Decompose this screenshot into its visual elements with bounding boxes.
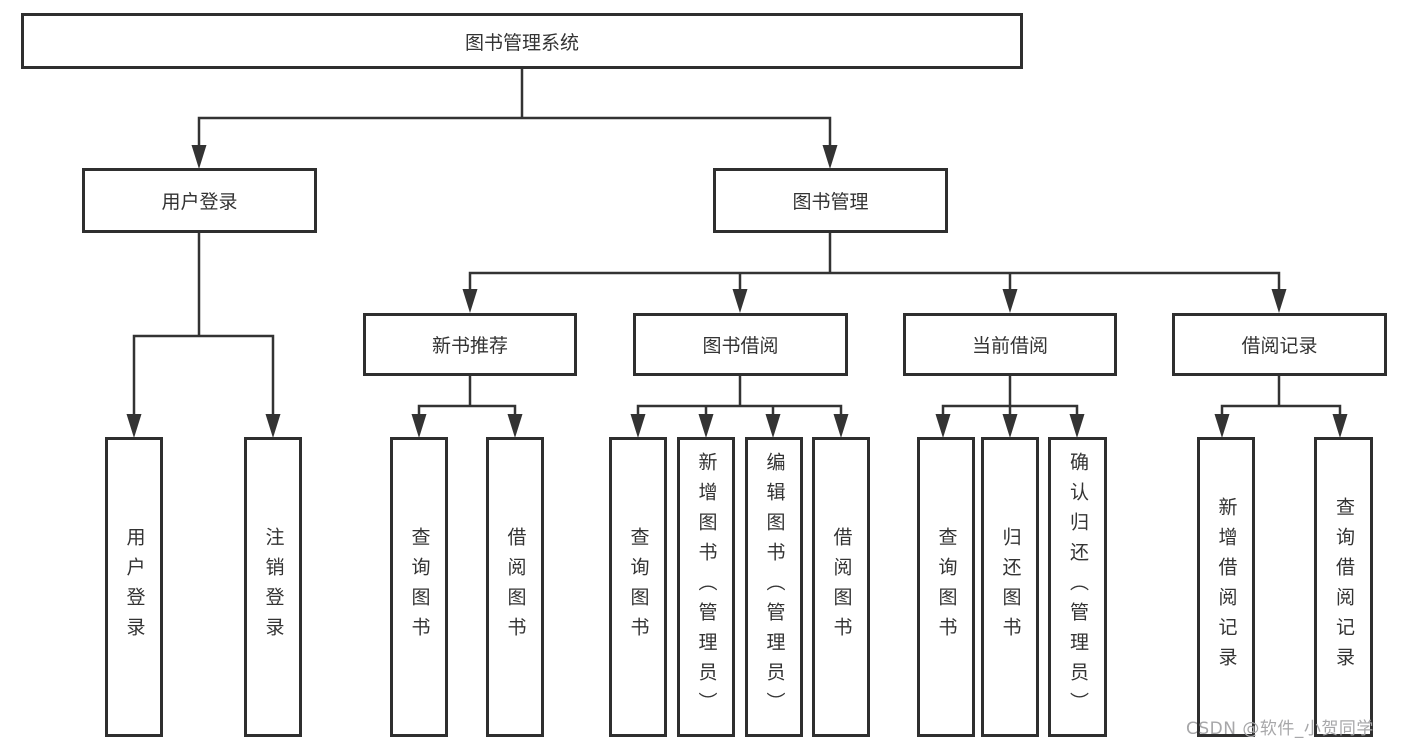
leaf-query-borrow-record-label: 查询借阅记录: [1333, 497, 1355, 677]
node-book-management: 图书管理: [713, 168, 948, 233]
leaf-return-books: 归还图书: [981, 437, 1039, 737]
leaf-logout-label: 注销登录: [262, 527, 285, 647]
leaf-query-books-current-label: 查询图书: [935, 527, 958, 647]
node-user-login: 用户登录: [82, 168, 317, 233]
leaf-borrow-books-recommend-label: 借阅图书: [504, 527, 527, 647]
node-borrow-records-label: 借阅记录: [1241, 335, 1318, 357]
node-book-borrow: 图书借阅: [633, 313, 848, 376]
leaf-add-borrow-record-label: 新增借阅记录: [1215, 497, 1238, 677]
leaf-query-books-recommend-label: 查询图书: [408, 527, 431, 647]
leaf-add-books-admin-label: 新增图书（管理员）: [695, 452, 718, 722]
leaf-user-login: 用户登录: [105, 437, 163, 737]
leaf-return-books-label: 归还图书: [999, 527, 1022, 647]
leaf-borrow-books-recommend: 借阅图书: [486, 437, 544, 737]
leaf-query-books-borrow-label: 查询图书: [627, 527, 650, 647]
leaf-borrow-books-borrow: 借阅图书: [812, 437, 870, 737]
node-new-book-recommend-label: 新书推荐: [431, 335, 508, 357]
leaf-confirm-return-admin: 确认归还（管理员）: [1048, 437, 1107, 737]
leaf-query-borrow-record: 查询借阅记录: [1314, 437, 1373, 737]
node-user-login-label: 用户登录: [161, 191, 238, 213]
leaf-confirm-return-admin-label: 确认归还（管理员）: [1067, 452, 1089, 722]
node-book-management-label: 图书管理: [792, 191, 869, 213]
node-borrow-records: 借阅记录: [1172, 313, 1387, 376]
watermark-text: CSDN @软件_小贺同学: [1186, 719, 1374, 739]
leaf-borrow-books-borrow-label: 借阅图书: [830, 527, 853, 647]
leaf-user-login-label: 用户登录: [123, 527, 146, 647]
leaf-add-books-admin: 新增图书（管理员）: [677, 437, 735, 737]
node-book-borrow-label: 图书借阅: [702, 335, 779, 357]
node-current-borrow: 当前借阅: [903, 313, 1117, 376]
node-root-label: 图书管理系统: [464, 31, 579, 54]
leaf-edit-books-admin-label: 编辑图书（管理员）: [763, 452, 786, 722]
leaf-logout: 注销登录: [244, 437, 302, 737]
leaf-query-books-current: 查询图书: [917, 437, 975, 737]
node-current-borrow-label: 当前借阅: [971, 335, 1048, 357]
node-root: 图书管理系统: [21, 13, 1023, 69]
leaf-query-books-borrow: 查询图书: [609, 437, 667, 737]
node-new-book-recommend: 新书推荐: [363, 313, 577, 376]
leaf-edit-books-admin: 编辑图书（管理员）: [745, 437, 803, 737]
leaf-query-books-recommend: 查询图书: [390, 437, 448, 737]
leaf-add-borrow-record: 新增借阅记录: [1197, 437, 1255, 737]
